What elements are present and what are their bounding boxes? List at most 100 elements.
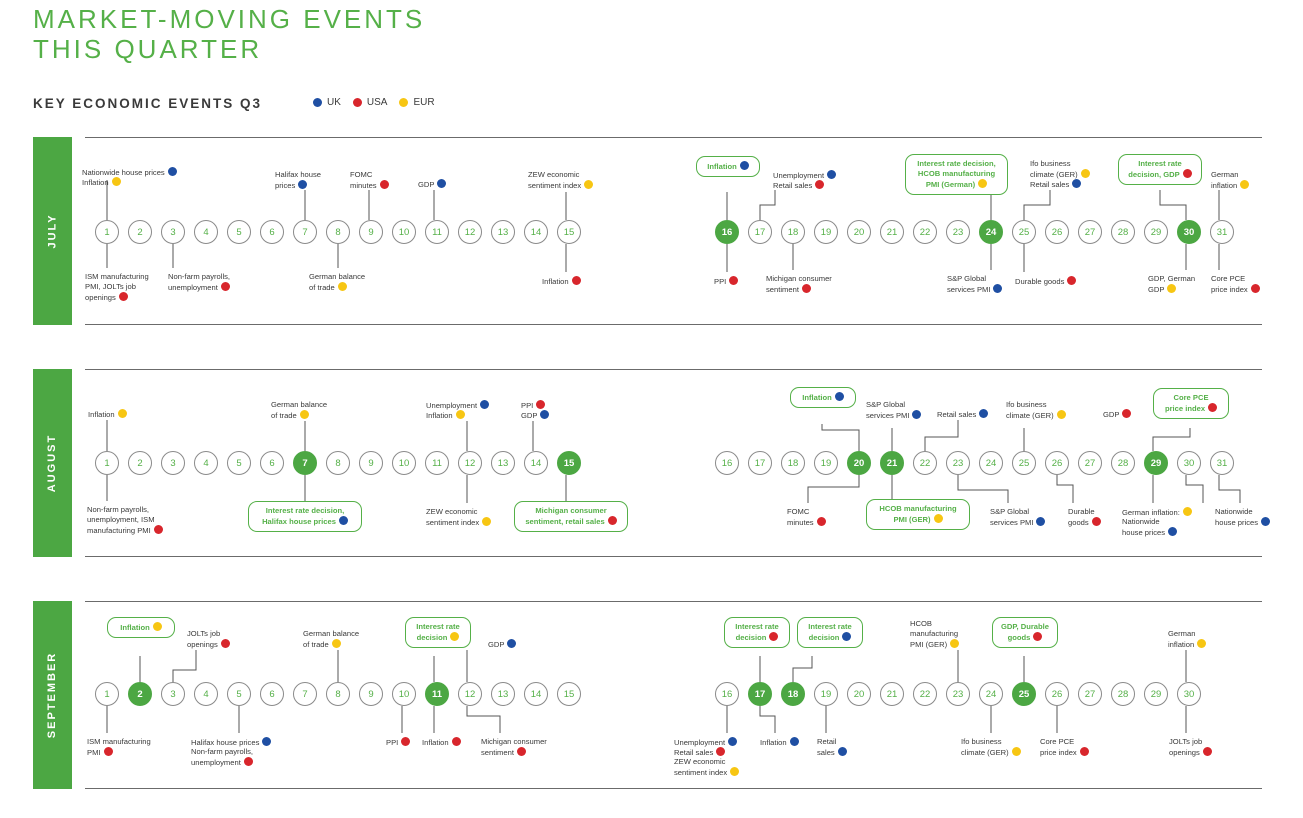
- event-text: ZEW economic sentiment index: [426, 507, 480, 527]
- highlighted-event: GDP, Durable goods: [992, 617, 1058, 648]
- day-circle-july-3: 3: [161, 220, 185, 244]
- usa-dot-icon: [716, 747, 726, 756]
- event-text: German balance of trade: [303, 629, 360, 649]
- day-circle-august-28: 28: [1111, 451, 1135, 475]
- day-circle-august-27: 27: [1078, 451, 1102, 475]
- day-circle-august-25: 25: [1012, 451, 1036, 475]
- day-circle-august-30: 30: [1177, 451, 1201, 475]
- day-circle-september-29: 29: [1144, 682, 1168, 706]
- legend-item-uk: UK: [313, 97, 341, 108]
- connector-line: [792, 656, 813, 682]
- usa-dot-icon: [1091, 517, 1101, 526]
- eur-dot-icon: [730, 767, 740, 776]
- eur-dot-icon: [978, 179, 988, 188]
- day-circle-september-15: 15: [557, 682, 581, 706]
- event-text: Retail sales: [937, 410, 977, 419]
- day-circle-september-22: 22: [913, 682, 937, 706]
- event-text: Retail sales: [773, 181, 813, 190]
- usa-dot-icon: [1067, 276, 1077, 285]
- uk-dot-icon: [837, 747, 847, 756]
- eur-dot-icon: [152, 622, 162, 631]
- uk-dot-icon: [298, 180, 308, 189]
- divider: [85, 601, 1262, 602]
- eur-dot-icon: [933, 514, 943, 523]
- eur-dot-icon: [117, 409, 127, 418]
- event-label: S&P Global services PMI: [990, 507, 1046, 528]
- event-label: Inflation: [426, 410, 465, 421]
- day-circle-july-20: 20: [847, 220, 871, 244]
- eur-dot-icon: [455, 410, 465, 419]
- event-text: ZEW economic sentiment index: [528, 170, 582, 190]
- event-text: GDP: [1103, 410, 1120, 419]
- event-label: JOLTs job openings: [187, 629, 230, 650]
- title-line-2: THIS QUARTER: [33, 34, 263, 64]
- highlighted-event: Inflation: [790, 387, 856, 408]
- day-circle-september-14: 14: [524, 682, 548, 706]
- usa-dot-icon: [1079, 747, 1089, 756]
- event-text: Retail sales: [1030, 180, 1070, 189]
- eur-dot-icon: [1080, 169, 1090, 178]
- highlighted-event: Core PCE price index: [1153, 388, 1229, 419]
- event-text: Inflation: [426, 411, 453, 420]
- month-bar-september: SEPTEMBER: [33, 601, 72, 789]
- event-text: Nationwide house prices: [1215, 507, 1259, 527]
- day-circle-july-6: 6: [260, 220, 284, 244]
- day-circle-august-26: 26: [1045, 451, 1069, 475]
- event-label: PPI: [521, 400, 546, 411]
- day-circle-september-24: 24: [979, 682, 1003, 706]
- day-circle-august-12: 12: [458, 451, 482, 475]
- event-label: Non-farm payrolls, unemployment, ISM man…: [87, 505, 163, 536]
- day-circle-july-12: 12: [458, 220, 482, 244]
- usa-dot-icon: [1182, 169, 1192, 178]
- day-circle-july-24: 24: [979, 220, 1003, 244]
- event-label: Nationwide house prices: [1215, 507, 1271, 528]
- event-text: FOMC minutes: [787, 507, 814, 527]
- day-circle-september-17: 17: [748, 682, 772, 706]
- usa-dot-icon: [816, 517, 826, 526]
- day-circle-july-23: 23: [946, 220, 970, 244]
- usa-dot-icon: [220, 639, 230, 648]
- day-circle-august-20: 20: [847, 451, 871, 475]
- event-label: Core PCE price index: [1211, 274, 1260, 295]
- uk-dot-icon: [1261, 517, 1271, 526]
- usa-dot-icon: [1202, 747, 1212, 756]
- connector-line: [466, 706, 501, 733]
- event-text: PPI: [521, 401, 534, 410]
- event-label: Halifax house prices: [275, 170, 321, 191]
- day-circle-july-1: 1: [95, 220, 119, 244]
- event-text: German balance of trade: [309, 272, 366, 292]
- event-label: Retail sales: [817, 737, 847, 758]
- uk-dot-icon: [167, 167, 177, 176]
- event-text: GDP, German GDP: [1148, 274, 1196, 294]
- event-label: Unemployment: [426, 400, 490, 411]
- event-text: Interest rate decision: [416, 622, 460, 642]
- event-text: German inflation: [1168, 629, 1196, 649]
- legend-label-uk: UK: [327, 97, 341, 108]
- event-text: Halifax house prices: [191, 738, 260, 747]
- day-circle-september-19: 19: [814, 682, 838, 706]
- uk-dot-icon: [437, 179, 447, 188]
- uk-dot-icon: [1168, 527, 1178, 536]
- event-label: Inflation: [760, 737, 799, 748]
- uk-dot-icon: [1072, 179, 1082, 188]
- event-text: Michigan consumer sentiment: [481, 737, 547, 757]
- event-text: HCOB manufacturing PMI (GER): [879, 504, 957, 524]
- event-text: Durable goods: [1068, 507, 1095, 527]
- day-circle-august-1: 1: [95, 451, 119, 475]
- legend-label-usa: USA: [366, 97, 388, 108]
- event-text: Interest rate decision, Halifax house pr…: [262, 506, 345, 526]
- event-text: Non-farm payrolls, unemployment: [168, 272, 231, 292]
- day-circle-september-23: 23: [946, 682, 970, 706]
- legend: UK USA EUR: [313, 97, 435, 108]
- event-label: ZEW economic sentiment index: [528, 170, 594, 191]
- eur-dot-icon: [950, 639, 960, 648]
- event-label: GDP: [1103, 409, 1132, 420]
- day-circle-september-2: 2: [128, 682, 152, 706]
- eur-dot-icon: [111, 177, 121, 186]
- usa-dot-icon: [536, 400, 546, 409]
- eur-dot-icon: [299, 410, 309, 419]
- event-label: PPI: [714, 276, 739, 287]
- event-text: Unemployment: [773, 171, 825, 180]
- event-label: Durable goods: [1068, 507, 1101, 528]
- day-circle-august-22: 22: [913, 451, 937, 475]
